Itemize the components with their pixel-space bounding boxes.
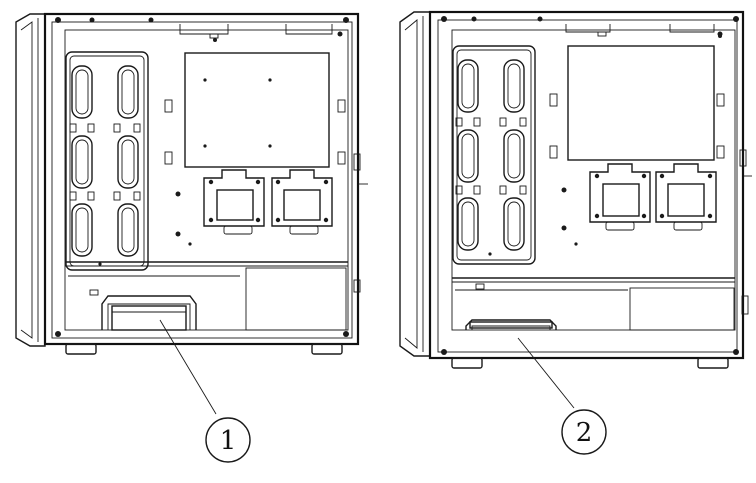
case-body-right	[428, 10, 745, 360]
psu-handle-left	[101, 295, 197, 331]
callout-1-circle	[205, 417, 251, 463]
psu-handle-right	[465, 319, 557, 330]
callout-1-label: 1	[220, 426, 237, 456]
foot-left-rear	[311, 343, 343, 355]
callout-2-label: 2	[576, 418, 593, 448]
corner-screws-left	[55, 17, 349, 337]
foot-left-front	[65, 343, 97, 355]
callout-2-circle	[561, 409, 607, 455]
corner-screws-right	[441, 16, 739, 355]
hdd-cages-left	[203, 169, 333, 235]
case-body-left	[43, 12, 360, 346]
front-bezel-left	[15, 13, 46, 347]
front-bezel-right	[399, 11, 431, 357]
foot-right-front	[451, 357, 483, 369]
foot-right-rear	[697, 357, 729, 369]
drive-cage-right	[452, 45, 536, 265]
hdd-cages-right	[589, 163, 717, 231]
cpu-cutout-right	[567, 45, 715, 161]
case-left	[15, 12, 368, 355]
callout-2: 2	[517, 337, 607, 455]
case-right	[399, 10, 752, 369]
drive-cage-left	[65, 51, 149, 271]
ssd-slots-right	[455, 59, 527, 251]
callout-1: 1	[159, 319, 251, 463]
cpu-cutout-left	[184, 52, 330, 168]
ssd-slots-left	[69, 65, 141, 257]
